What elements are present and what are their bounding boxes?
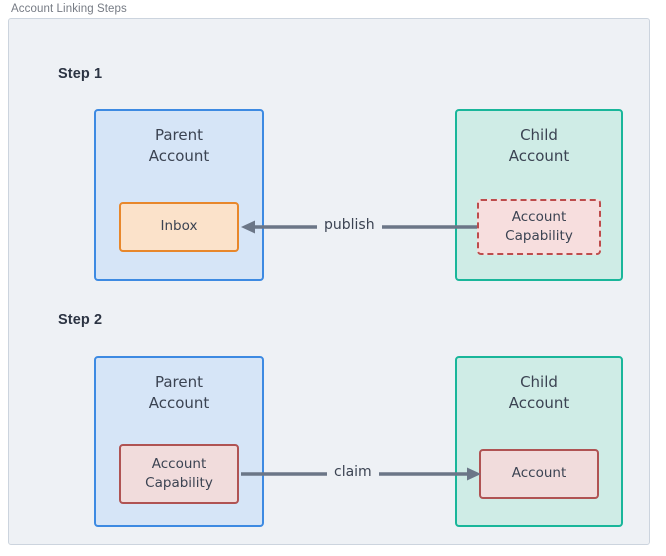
step-2-parent-account-title: Parent Account (96, 372, 262, 415)
step-2-account-label: Account (512, 464, 567, 483)
step-1-inbox-label: Inbox (161, 217, 198, 236)
parent-title-line-2: Account (148, 394, 210, 413)
diagram-frame: Step 1 Parent Account Inbox Child Accoun… (8, 18, 650, 545)
step-1-label: Step 1 (58, 66, 103, 82)
step-2-account-box: Account (479, 449, 599, 499)
inbox-label-line-1: Inbox (160, 218, 198, 235)
step-1-parent-account-box: Parent Account (94, 109, 264, 281)
step-1-child-account-box: Child Account (455, 109, 623, 281)
parent-title-line-1: Parent (154, 126, 204, 144)
step-1-account-capability-label: Account Capability (505, 208, 573, 246)
child-title-line-1: Child (520, 126, 558, 144)
account-label-line-1: Account (511, 465, 567, 482)
step-1-inbox-box: Inbox (119, 202, 239, 252)
step-2-account-capability-box: Account Capability (119, 444, 239, 504)
step-2-child-account-box: Child Account (455, 356, 623, 527)
capability-label-line-2: Capability (505, 228, 573, 244)
parent-title-line-2: Account (148, 147, 210, 166)
capability-label-line-1: Account (511, 208, 567, 225)
step-1-parent-account-title: Parent Account (96, 125, 262, 168)
step-2-label: Step 2 (58, 312, 103, 328)
step-1-account-capability-box: Account Capability (477, 199, 601, 255)
step-1-arrow-label: publish (317, 217, 382, 233)
step-2-claim-arrow: claim (241, 463, 481, 485)
parent-title-line-1: Parent (154, 373, 204, 391)
child-title-line-1: Child (520, 373, 558, 391)
step-2-arrow-label: claim (327, 464, 379, 480)
child-title-line-2: Account (508, 394, 570, 413)
child-title-line-2: Account (508, 147, 570, 166)
capability-label-line-1: Account (151, 455, 207, 472)
step-2-child-account-title: Child Account (457, 372, 621, 415)
diagram-title: Account Linking Steps (11, 3, 127, 15)
capability-label-line-2: Capability (145, 475, 213, 491)
step-2-account-capability-label: Account Capability (145, 455, 213, 493)
step-1-publish-arrow: publish (241, 216, 477, 238)
step-1-child-account-title: Child Account (457, 125, 621, 168)
